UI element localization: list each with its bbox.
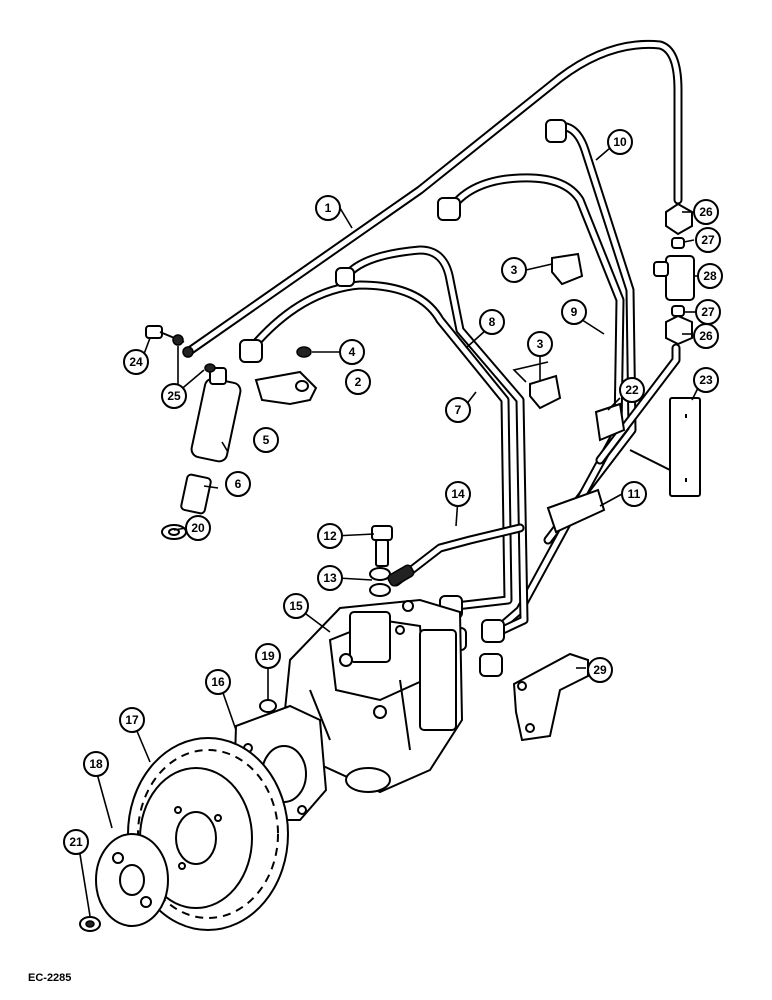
- svg-text:1: 1: [325, 201, 332, 215]
- callout-15: 15: [283, 593, 309, 619]
- figure-reference: EC-2285: [28, 972, 72, 984]
- svg-text:17: 17: [125, 713, 139, 727]
- callout-3b: 3: [527, 331, 553, 357]
- svg-text:3: 3: [511, 263, 518, 277]
- callout-29: 29: [587, 657, 613, 683]
- callout-23: 23: [693, 367, 719, 393]
- callout-24: 24: [123, 349, 149, 375]
- svg-text:28: 28: [703, 269, 717, 283]
- callout-11: 11: [621, 481, 647, 507]
- callout-17: 17: [119, 707, 145, 733]
- callout-16: 16: [205, 669, 231, 695]
- svg-text:27: 27: [701, 233, 715, 247]
- callout-4: 4: [339, 339, 365, 365]
- svg-text:27: 27: [701, 305, 715, 319]
- callout-1: 1: [315, 195, 341, 221]
- svg-text:6: 6: [235, 477, 242, 491]
- svg-text:7: 7: [455, 403, 462, 417]
- callout-5: 5: [253, 427, 279, 453]
- svg-text:9: 9: [571, 305, 578, 319]
- callout-19: 19: [255, 643, 281, 669]
- svg-text:8: 8: [489, 315, 496, 329]
- callout-9: 9: [561, 299, 587, 325]
- svg-text:13: 13: [323, 571, 337, 585]
- svg-text:19: 19: [261, 649, 275, 663]
- callout-26b: 26: [693, 323, 719, 349]
- injector-assembly: [145, 325, 318, 540]
- support-bracket: [512, 652, 589, 742]
- svg-text:21: 21: [69, 835, 83, 849]
- callout-13: 13: [317, 565, 343, 591]
- svg-text:29: 29: [593, 663, 607, 677]
- svg-text:16: 16: [211, 675, 225, 689]
- pipe-clips: [529, 252, 701, 534]
- injection-pipes: [183, 39, 683, 641]
- callout-22: 22: [619, 377, 645, 403]
- callout-27b: 27: [695, 299, 721, 325]
- gear-hub: [79, 699, 277, 932]
- svg-text:26: 26: [699, 205, 713, 219]
- callout-8: 8: [479, 309, 505, 335]
- callout-26: 26: [693, 199, 719, 225]
- svg-text:24: 24: [129, 355, 143, 369]
- injection-pump: [282, 598, 464, 794]
- svg-text:26: 26: [699, 329, 713, 343]
- callout-25: 25: [161, 383, 187, 409]
- callout-12: 12: [317, 523, 343, 549]
- svg-text:11: 11: [628, 487, 641, 501]
- svg-text:2: 2: [355, 375, 362, 389]
- callout-28: 28: [697, 263, 723, 289]
- callout-18: 18: [83, 751, 109, 777]
- callout-27: 27: [695, 227, 721, 253]
- callout-20: 20: [185, 515, 211, 541]
- callout-3: 3: [501, 257, 527, 283]
- svg-text:15: 15: [289, 599, 303, 613]
- callout-7: 7: [445, 397, 471, 423]
- svg-text:14: 14: [451, 487, 465, 501]
- svg-text:18: 18: [89, 757, 103, 771]
- svg-text:3: 3: [537, 337, 544, 351]
- callout-21: 21: [63, 829, 89, 855]
- callout-10: 10: [607, 129, 633, 155]
- callout-2: 2: [345, 369, 371, 395]
- svg-text:20: 20: [191, 521, 205, 535]
- banjo-bolt: [369, 525, 415, 597]
- fittings: [653, 202, 695, 346]
- callouts: 1 2 3 3 4 5 6 7 8 9 10 11 12 13 14 15 16…: [63, 129, 723, 855]
- callout-6: 6: [225, 471, 251, 497]
- svg-text:10: 10: [613, 135, 627, 149]
- svg-text:23: 23: [699, 373, 713, 387]
- callout-14: 14: [445, 481, 471, 507]
- svg-text:4: 4: [349, 345, 356, 359]
- svg-text:5: 5: [263, 433, 270, 447]
- svg-text:12: 12: [323, 529, 337, 543]
- svg-text:25: 25: [167, 389, 181, 403]
- svg-text:22: 22: [625, 383, 639, 397]
